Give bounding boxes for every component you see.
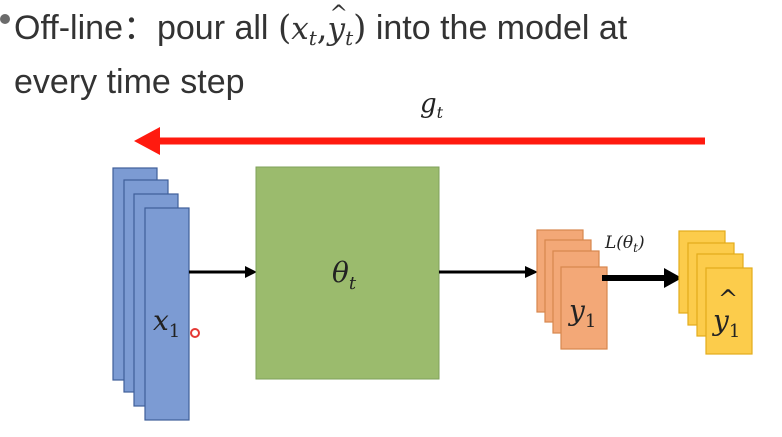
heading-y-sub: t [345,26,354,50]
heading-paren-open: ( [277,8,292,48]
target-stack [678,230,753,355]
target-hat: ^ [718,285,738,313]
input-card-4 [144,207,190,421]
heading-prefix: Off-line：pour all [14,9,278,47]
loss-arrow [602,268,682,288]
heading-x: x [291,11,309,47]
model-box [255,166,440,380]
bullet-dot [0,14,10,24]
arrow-model-head [525,266,538,278]
loss-label: L(θt) [604,233,645,255]
input-stack [112,167,190,421]
pointer-dot [190,328,200,338]
arrow-input-to-model [189,266,257,278]
heading-x-sub: t [308,26,317,50]
slide-heading: Off-line：pour all (xt,^yt) into the mode… [14,2,779,104]
model-label: θt [332,256,357,294]
heading-comma: , [316,8,328,48]
loss-arrow-head [664,268,682,288]
target-card-4 [705,267,753,355]
arrow-model-to-output [439,266,538,278]
heading-paren-close: ) [353,8,367,48]
heading-line2: every time step [14,63,245,101]
heading-suffix: into the model at [366,9,628,47]
gradient-label: gt [420,89,444,122]
output-card-4 [560,266,608,350]
output-stack [536,229,608,350]
heading-y: y [327,11,346,47]
gradient-arrow-head [134,127,160,155]
gradient-arrow [134,127,705,155]
heading-y-hat: ^y [327,2,348,51]
arrow-input-head [245,266,257,278]
output-label: y1 [567,294,596,332]
heading-hat: ^ [329,2,348,27]
target-label: y1 [711,304,740,342]
input-label: x1 [153,304,180,342]
